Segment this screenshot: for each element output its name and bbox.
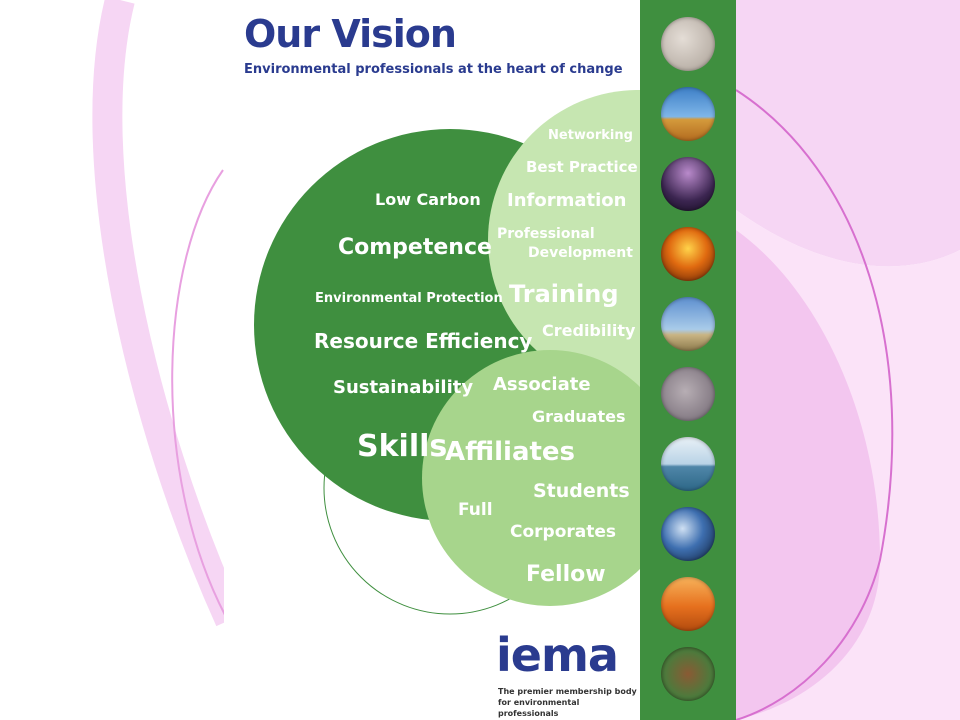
earth-globe-photo — [661, 507, 715, 561]
word-corporates: Corporates — [510, 522, 617, 542]
word-development: Development — [528, 245, 633, 261]
word-students: Students — [533, 480, 630, 502]
word-environmental-protection: Environmental Protection — [315, 291, 503, 306]
venn-diagram — [254, 90, 640, 615]
word-training: Training — [509, 280, 619, 308]
logo-tagline: The premier membership body for environm… — [498, 686, 640, 719]
iema-logo: iema — [496, 628, 619, 682]
word-fellow: Fellow — [526, 562, 606, 587]
lightning-photo — [661, 157, 715, 211]
sand-ripples-photo — [661, 367, 715, 421]
poster-title: Our Vision — [244, 12, 457, 56]
word-competence: Competence — [338, 235, 492, 260]
poster-subtitle: Environmental professionals at the heart… — [244, 62, 623, 77]
word-skills: Skills — [357, 429, 448, 464]
word-resource-efficiency: Resource Efficiency — [314, 329, 533, 353]
right-swirl-inner — [736, 230, 880, 720]
cracked-earth-photo — [661, 17, 715, 71]
word-full: Full — [458, 500, 493, 520]
word-best-practice: Best Practice — [526, 158, 638, 176]
membership-circle — [422, 350, 640, 606]
word-credibility: Credibility — [542, 321, 636, 340]
left-swirl — [92, 0, 244, 627]
word-sustainability: Sustainability — [333, 377, 474, 398]
word-information: Information — [507, 190, 627, 211]
tagline-line-2: for environmental professionals — [498, 698, 580, 718]
right-swirl-line — [735, 89, 894, 720]
dead-tree-photo — [661, 87, 715, 141]
sunset-reeds-photo — [661, 227, 715, 281]
tagline-line-1: The premier membership body — [498, 687, 637, 696]
word-graduates: Graduates — [532, 407, 626, 426]
vision-poster: Our Vision Environmental professionals a… — [224, 0, 640, 720]
photo-strip — [640, 0, 736, 720]
word-low-carbon: Low Carbon — [375, 190, 481, 209]
sea-horizon-photo — [661, 437, 715, 491]
left-swirl-line — [171, 169, 226, 616]
top-right-swirl — [736, 0, 960, 267]
services-circle — [488, 90, 640, 390]
word-networking: Networking — [548, 128, 633, 143]
pine-cone-photo — [661, 647, 715, 701]
whale-tail-photo — [661, 577, 715, 631]
word-associate: Associate — [493, 374, 591, 395]
word-professional: Professional — [497, 226, 595, 242]
wind-turbines-photo — [661, 297, 715, 351]
word-affiliates: Affiliates — [445, 437, 576, 467]
